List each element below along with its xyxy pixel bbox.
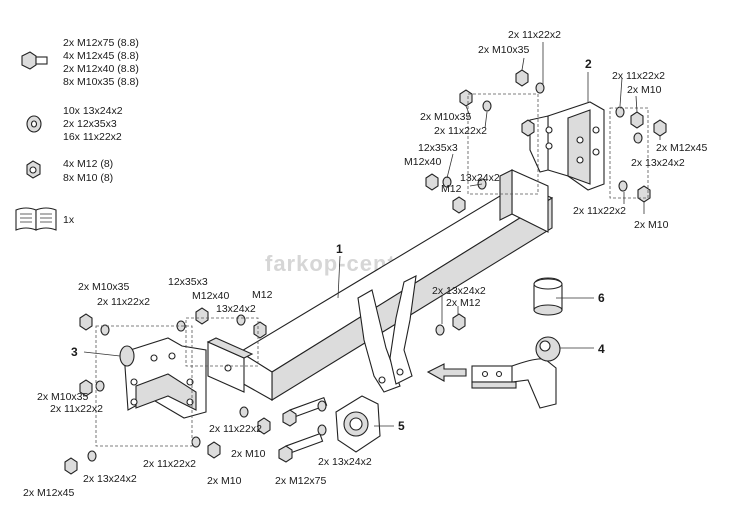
callout: M12x40: [192, 290, 230, 302]
callout: 2x M12x45: [23, 487, 75, 499]
legend: 2x M12x75 (8.8) 4x M12x45 (8.8) 2x M12x4…: [15, 37, 139, 231]
bolt-icon: [21, 51, 48, 70]
part-number-4: 4: [598, 342, 605, 356]
callout: 2x M10: [627, 84, 662, 96]
manual-book-icon: [15, 207, 57, 231]
legend-washer-3: 16x 11x22x2: [63, 131, 122, 143]
part-number-1: 1: [336, 242, 343, 256]
left-fasteners: [64, 307, 271, 475]
callout: 12x35x3: [418, 142, 458, 154]
callout: 12x35x3: [168, 276, 208, 288]
callout: 2x 11x22x2: [97, 296, 150, 308]
legend-washer-1: 10x 13x24x2: [63, 105, 123, 117]
callout: M12: [441, 183, 462, 195]
callout: M12x40: [404, 156, 442, 168]
nut-icon: [26, 160, 41, 179]
callout: 2x M10: [207, 475, 242, 487]
insert-arrow-icon: [426, 363, 467, 382]
callout: 2x 11x22x2: [143, 458, 196, 470]
callout: 2x M12x45: [656, 142, 708, 154]
tow-bracket: [357, 275, 417, 393]
legend-bolt-4: 8x M10x35 (8.8): [63, 76, 139, 88]
callout: 2x M10: [634, 219, 669, 231]
callout: 13x24x2: [460, 172, 500, 184]
ball-cap: [533, 277, 563, 316]
legend-manual: 1x: [63, 214, 75, 226]
leader-lines: [83, 42, 661, 427]
callout: 13x24x2: [216, 303, 256, 315]
callout: 2x M10x35: [478, 44, 530, 56]
callout: M12: [252, 289, 273, 301]
callout: 2x 11x22x2: [612, 70, 665, 82]
part-number-6: 6: [598, 291, 605, 305]
callout: 2x 13x24x2: [631, 157, 685, 169]
callout: 2x M12: [446, 297, 481, 309]
callout: 2x M10x35: [78, 281, 130, 293]
callout: 2x 11x22x2: [50, 403, 103, 415]
callout: 2x M10x35: [37, 391, 89, 403]
legend-bolt-3: 2x M12x40 (8.8): [63, 63, 139, 75]
legend-washer-2: 2x 12x35x3: [63, 118, 117, 130]
socket-plate: [335, 395, 381, 453]
tow-ball: [471, 336, 561, 409]
legend-bolt-2: 4x M12x45 (8.8): [63, 50, 139, 62]
part-number-2: 2: [585, 57, 592, 71]
left-bracket: [119, 337, 207, 419]
callout: 2x 13x24x2: [318, 456, 372, 468]
right-bracket: [529, 101, 605, 191]
right-fasteners: [425, 69, 667, 214]
callout: 2x 11x22x2: [434, 125, 487, 137]
legend-nut-1: 4x M12 (8): [63, 158, 113, 170]
callout: 2x M12x75: [275, 475, 327, 487]
callout: 2x M10: [231, 448, 266, 460]
legend-bolt-1: 2x M12x75 (8.8): [63, 37, 139, 49]
part-number-3: 3: [71, 345, 78, 359]
center-fasteners: [278, 313, 466, 463]
callout: 2x 11x22x2: [573, 205, 626, 217]
callout: 2x M10x35: [420, 111, 472, 123]
callout: 2x 11x22x2: [508, 29, 561, 41]
part-number-5: 5: [398, 419, 405, 433]
callout: 2x 13x24x2: [432, 285, 486, 297]
legend-nut-2: 8x M10 (8): [63, 172, 113, 184]
callout: 2x 13x24x2: [83, 473, 137, 485]
callout: 2x 11x22x2: [209, 423, 262, 435]
washer-icon: [26, 115, 42, 133]
